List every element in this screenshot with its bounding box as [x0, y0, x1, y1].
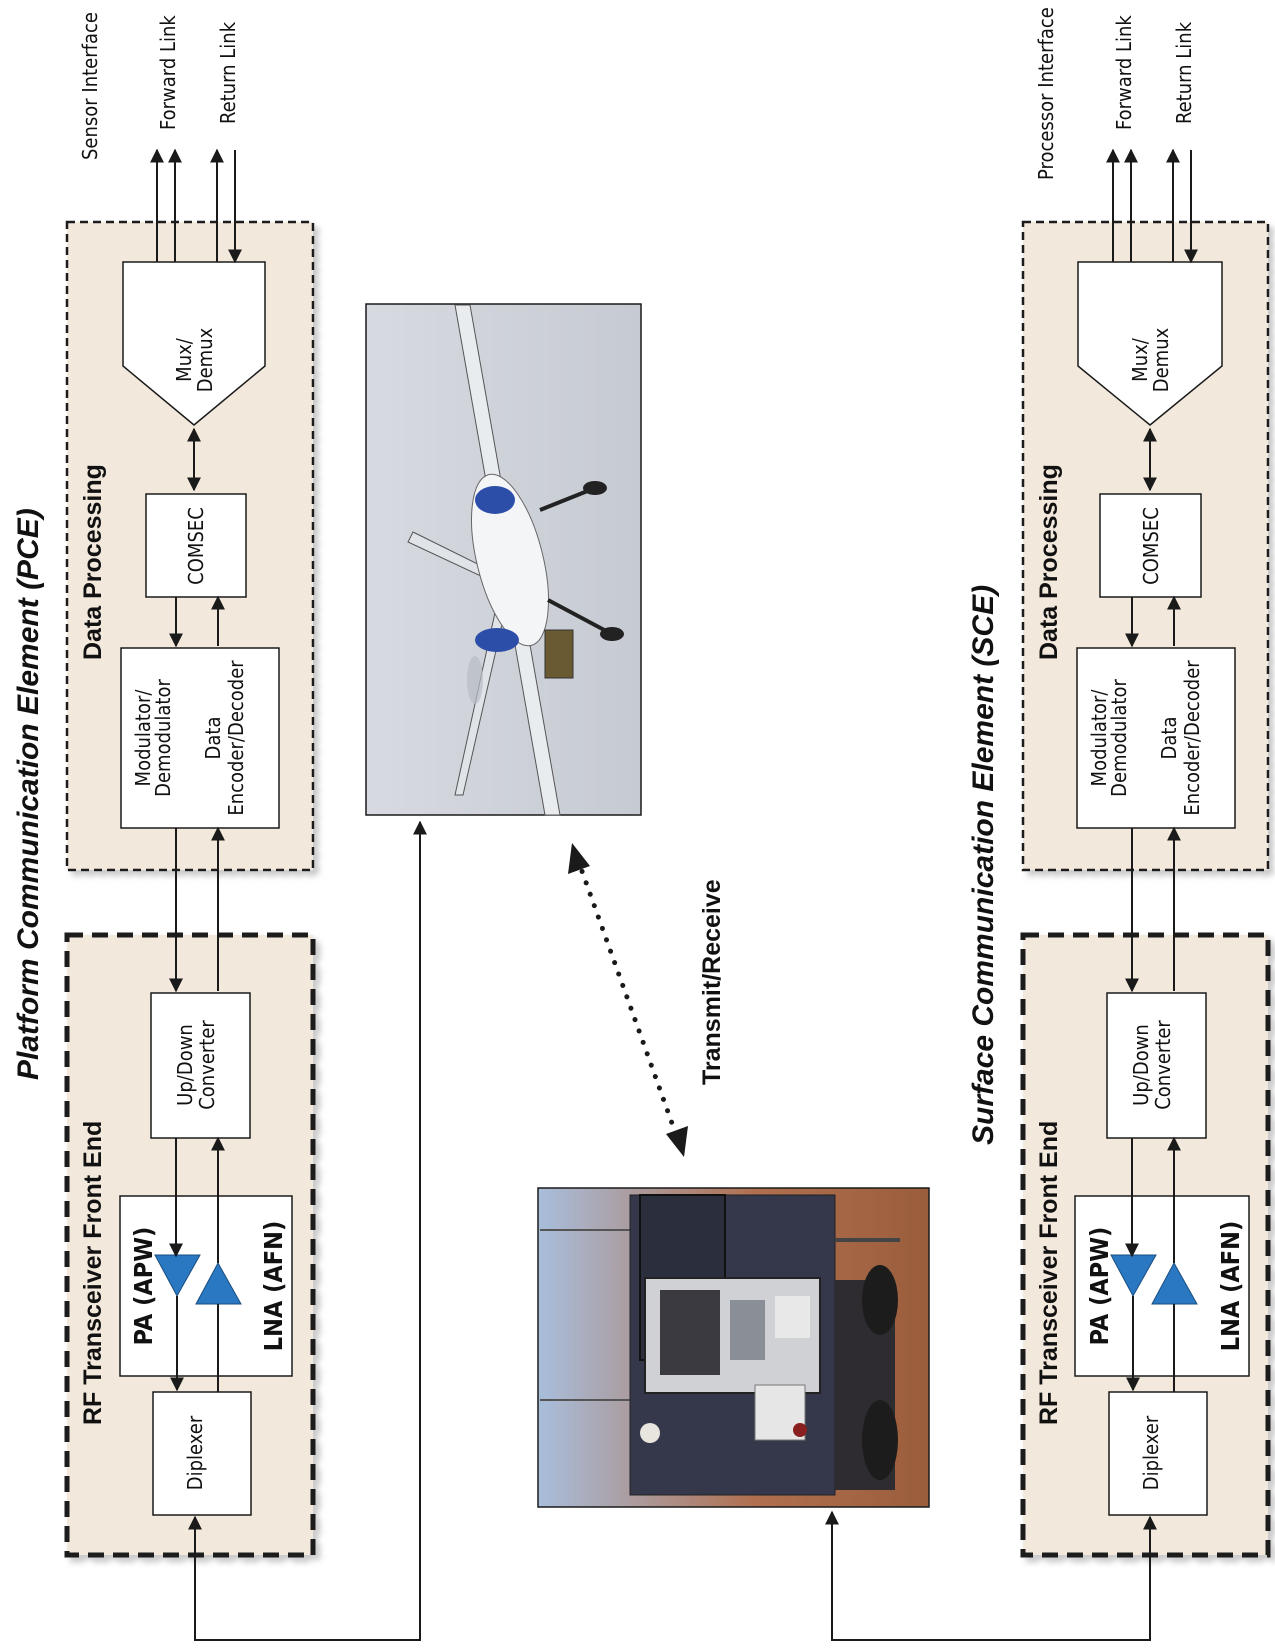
transmit-receive-arrow-bottom [666, 1126, 688, 1157]
pce-codec-label-2: Encoder/Decoder [224, 660, 248, 816]
sce-pa-label: PA (APW) [1085, 1227, 1114, 1346]
sce-mux-label-2: Demux [1149, 327, 1173, 392]
sce-signal-lines [825, 148, 1198, 1641]
transmit-receive-link: Transmit/Receive [568, 843, 726, 1157]
pce-data-processing-label: Data Processing [79, 464, 107, 660]
sce-modem-codec-block [1076, 647, 1236, 829]
pce-title: Platform Communication Element (PCE) [12, 508, 45, 1080]
sce-title: Surface Communication Element (SCE) [967, 585, 1000, 1145]
sce-comsec-label: COMSEC [1139, 507, 1163, 585]
sce-modem-label-1: Modulator/ [1087, 689, 1111, 787]
pce-comsec-block [145, 493, 247, 598]
pce-modem-label-2: Demodulator [151, 679, 175, 797]
pce-io-return-link: Return Link [216, 21, 240, 124]
pce-mux-label-1: Mux/ [172, 337, 196, 382]
sce-modem-label-2: Demodulator [1107, 679, 1131, 797]
pce-updown-label-1: Up/Down [173, 1024, 197, 1106]
pce-lna-label: LNA (AFN) [259, 1221, 288, 1352]
sce-rf-front-end-label: RF Transceiver Front End [1035, 1121, 1063, 1425]
pce-diplexer-label: Diplexer [183, 1415, 207, 1490]
pce-diplexer-block [152, 1391, 252, 1516]
pce-io-forward-link: Forward Link [156, 15, 180, 130]
sce-updown-label-2: Converter [1151, 1020, 1175, 1110]
sce-section: Surface Communication Element (SCE) Data… [825, 7, 1271, 1641]
sce-diplexer-label: Diplexer [1139, 1415, 1163, 1490]
sce-mux-demux-block [1077, 261, 1223, 426]
pce-modem-label-1: Modulator/ [131, 689, 155, 787]
sce-diplexer-block [1108, 1391, 1208, 1516]
sce-io-forward-link: Forward Link [1112, 15, 1136, 130]
pce-signal-lines [150, 148, 427, 1641]
sce-mux-label-1: Mux/ [1128, 337, 1152, 382]
pce-codec-label-1: Data [201, 717, 225, 760]
pce-updown-label-2: Converter [195, 1020, 219, 1110]
aircraft-fuselage [471, 473, 549, 647]
sce-codec-label-1: Data [1157, 717, 1181, 760]
transmit-receive-label: Transmit/Receive [698, 879, 726, 1085]
aircraft-photo [365, 303, 642, 816]
transmit-receive-dotted-line [575, 857, 681, 1143]
pce-mux-label-2: Demux [193, 327, 217, 392]
ground-terminal-photo [537, 1187, 930, 1508]
pce-modem-codec-block [120, 647, 280, 829]
sce-codec-label-2: Encoder/Decoder [1180, 660, 1204, 816]
sce-updown-block [1106, 992, 1207, 1139]
pce-io-sensor-interface: Sensor Interface [78, 12, 102, 160]
pce-updown-block [150, 992, 251, 1139]
sce-lna-label: LNA (AFN) [1216, 1221, 1245, 1352]
sce-comsec-block [1099, 493, 1202, 598]
sce-io-return-link: Return Link [1172, 21, 1196, 124]
pce-section: Platform Communication Element (PCE) Dat… [12, 12, 427, 1641]
pce-comsec-label: COMSEC [184, 507, 208, 585]
pce-pa-label: PA (APW) [129, 1227, 158, 1346]
pce-rf-front-end-label: RF Transceiver Front End [79, 1121, 107, 1425]
sce-amplifier-block [1074, 1195, 1250, 1377]
transmit-receive-arrow-top [568, 843, 590, 874]
sce-io-processor-interface: Processor Interface [1034, 7, 1058, 180]
sce-updown-label-1: Up/Down [1129, 1024, 1153, 1106]
sce-data-processing-label: Data Processing [1035, 464, 1063, 660]
